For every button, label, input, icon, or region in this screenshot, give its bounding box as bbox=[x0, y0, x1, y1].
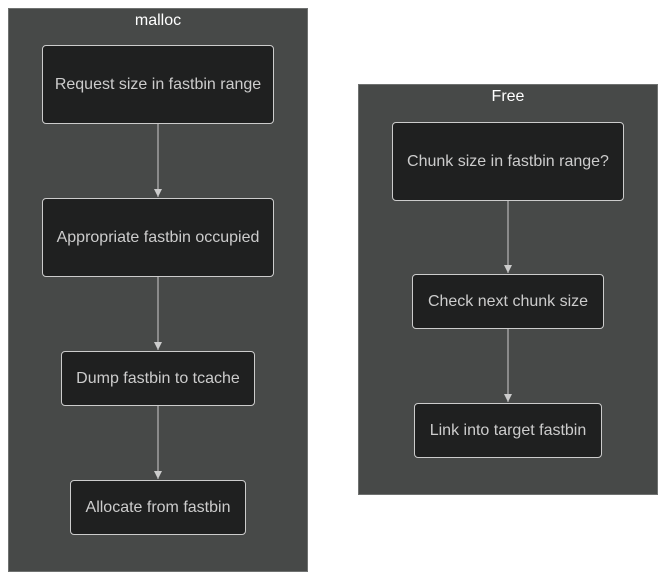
node-request-size: Request size in fastbin range bbox=[42, 45, 274, 124]
node-chunk-size: Chunk size in fastbin range? bbox=[392, 122, 624, 201]
free-cluster-title: Free bbox=[491, 88, 525, 105]
node-dump-fastbin: Dump fastbin to tcache bbox=[61, 351, 255, 406]
node-dump-fastbin-label: Dump fastbin to tcache bbox=[76, 369, 240, 387]
node-check-next: Check next chunk size bbox=[412, 274, 604, 329]
node-appropriate-fastbin: Appropriate fastbin occupied bbox=[42, 198, 274, 277]
node-allocate-fastbin: Allocate from fastbin bbox=[70, 480, 246, 535]
malloc-cluster-title: malloc bbox=[134, 12, 182, 29]
node-chunk-size-label: Chunk size in fastbin range? bbox=[407, 152, 609, 170]
node-request-size-label: Request size in fastbin range bbox=[54, 75, 262, 93]
node-link-target: Link into target fastbin bbox=[414, 403, 602, 458]
node-allocate-fastbin-label: Allocate from fastbin bbox=[85, 498, 231, 516]
node-check-next-label: Check next chunk size bbox=[427, 292, 589, 310]
node-appropriate-fastbin-label: Appropriate fastbin occupied bbox=[56, 228, 260, 246]
node-link-target-label: Link into target fastbin bbox=[429, 421, 587, 439]
